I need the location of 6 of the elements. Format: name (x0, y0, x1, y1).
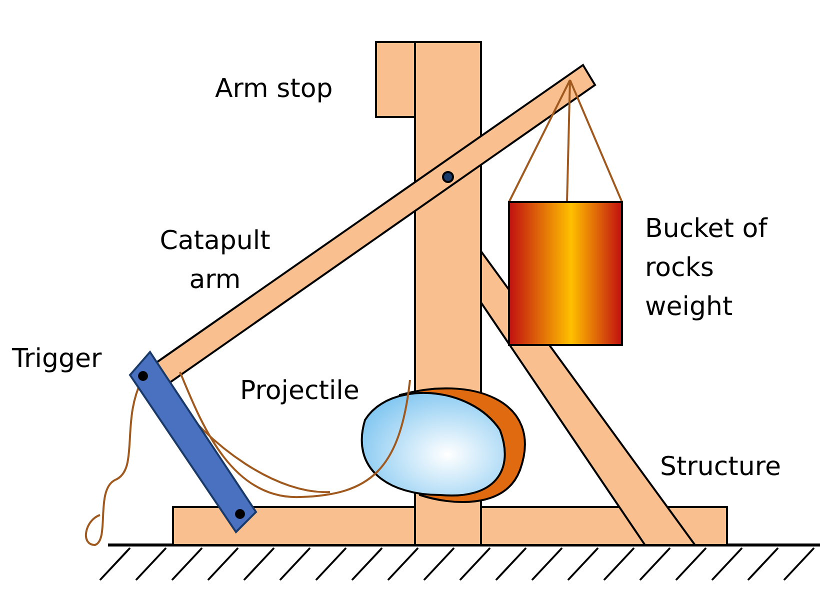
part-label: Projectile (240, 375, 360, 408)
part-label: Trigger (12, 343, 103, 376)
part-label: Structure (660, 451, 782, 484)
part-label: Catapult arm (158, 225, 272, 297)
part-label: Bucket of rocks weight (645, 213, 769, 324)
part-label: Arm stop (215, 73, 334, 106)
